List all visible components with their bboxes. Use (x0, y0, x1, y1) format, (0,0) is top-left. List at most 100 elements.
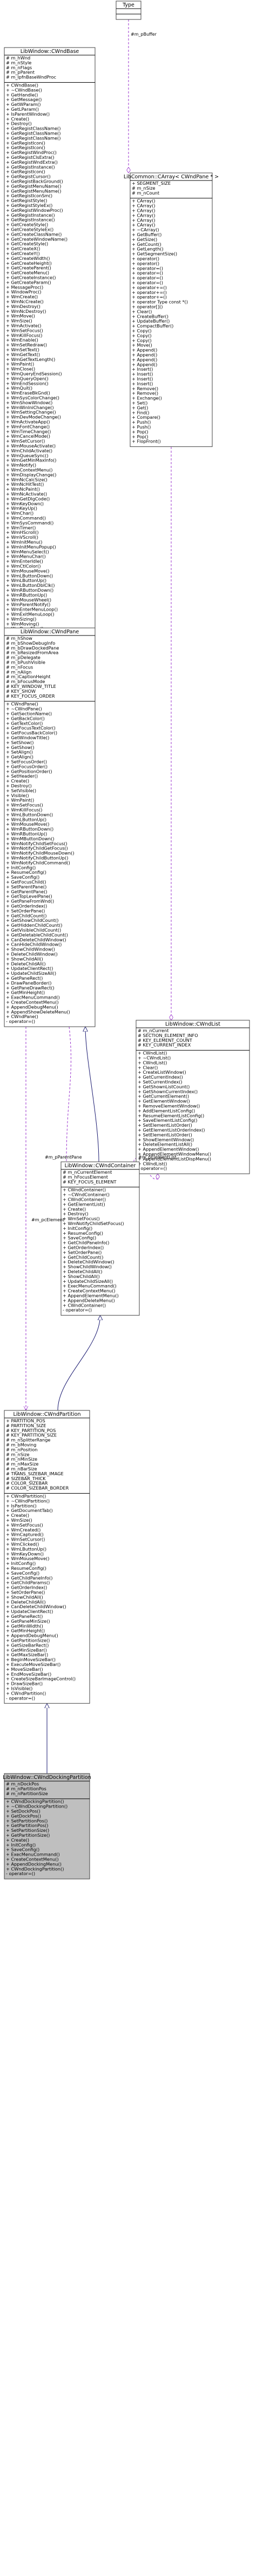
class-attribute: # m_bPushVisible (6, 660, 45, 665)
class-operation: + GetRegistIconSm() (6, 193, 52, 198)
class-operation: + CreateContextMenu() (6, 1857, 59, 1862)
class-operation: + GetSizeBarRect() (6, 1642, 49, 1648)
class-operation: + Append() (132, 357, 157, 362)
class-operation: + WmSysColorChange() (6, 395, 59, 400)
class-operation: - operator=() (63, 1307, 92, 1313)
class-operation: + CWndContainer() (63, 1302, 106, 1308)
class-operation: + CArray() (132, 222, 156, 228)
class-operation: + WmKeyDown() (6, 501, 44, 506)
class-attribute: # KEY_FOCUS_ELEMENT (63, 1179, 117, 1185)
class-operation: + CArray() (132, 212, 156, 218)
class-operation: + WmRButtonUp() (6, 592, 47, 598)
class-operation: + ResumeConfig() (6, 1565, 46, 1571)
class-box-base: LibWindow::CWndBase# m_hWnd# m_nStyle# m… (4, 47, 96, 707)
class-title: LibWindow::CWndList (165, 1021, 220, 1027)
class-operation: + WmParentNotify() (6, 602, 50, 607)
class-attribute: # m_hFocusElement (63, 1174, 109, 1180)
class-operation: + operator+=() (132, 285, 167, 290)
class-operation: + WmNotifyChildGetFocus() (6, 846, 68, 851)
class-operation: + CWndPane() (6, 701, 38, 707)
class-operation: + GetRegistIcon() (6, 145, 45, 150)
class-operation: + SetOrderPane() (6, 1590, 45, 1595)
class-attribute: # SIZEBAR_THICK (6, 1476, 46, 1481)
class-operation: + GetChildPaneInfo() (6, 1575, 52, 1581)
class-operation: + DeleteChildWindow() (63, 1259, 114, 1264)
class-attribute: # m_pDelegate (6, 655, 41, 660)
class-operation: + Remove() (132, 386, 158, 391)
class-operation: + GetCreateStyle() (6, 241, 48, 246)
class-operation: + Append() (132, 362, 157, 367)
class-operation: + GetCreateStyleEx() (6, 227, 53, 232)
class-operation: + WmRButtonDown() (6, 826, 53, 832)
class-operation: + WmNotifyChildCommand() (6, 860, 70, 865)
class-operation: + GetRegistStyle() (6, 198, 47, 203)
class-title: LibWindow::CWndContainer (65, 1163, 136, 1169)
class-operation: + Compare() (132, 414, 160, 420)
class-box-partition: LibWindow::CWndPartition+ PARTITION_POS#… (4, 1410, 90, 1704)
class-operation: + WmClicked() (6, 1542, 39, 1547)
class-operation: + WmKeyDown() (6, 1551, 44, 1556)
class-operation: + ShowChildWindow() (63, 1264, 112, 1269)
class-operation: + GetAlign() (6, 754, 33, 760)
class-attribute: # m_nCurrentElement (63, 1169, 112, 1175)
class-operation: + WmActivate() (6, 323, 41, 329)
class-operation: + AddElementListConfig() (138, 1108, 195, 1113)
class-operation: + WmSize() (6, 318, 32, 324)
class-operation: + SetParentPane() (6, 884, 46, 889)
class-operation: + Create() (6, 778, 29, 784)
class-operation: + GetDeletableChildCount() (6, 932, 68, 938)
class-operation: + SetCurrentIndex() (138, 1079, 183, 1085)
class-operation: + GetVisibleChildCount() (6, 927, 61, 933)
class-operation: + Push() (132, 419, 151, 425)
class-box-container: LibWindow::CWndContainer# m_nCurrentElem… (60, 1161, 140, 1316)
class-attribute: # KEY_PARTITION_POS (6, 1428, 56, 1433)
class-operation: + GetCreateParam() (6, 279, 51, 285)
class-attribute: # m_nSplitterRange (6, 1437, 50, 1443)
class-operation: + UpdateClientRect() (6, 1609, 53, 1614)
class-operation: + GetChildCount() (6, 913, 46, 918)
class-operation: - operator=() (138, 1166, 167, 1171)
class-operation: + WmLButtonDown() (6, 573, 53, 578)
class-box-frame (116, 1, 141, 20)
class-operation: + Copy() (132, 338, 152, 343)
class-operation: + GetRegistInstance() (6, 164, 55, 170)
class-operation: + WmRButtonDown() (6, 587, 53, 593)
class-attribute: # m_nMaxSize (6, 1461, 38, 1467)
class-operation: + GetMinHeight() (6, 1628, 45, 1634)
class-operation: + GetRegistMenuName() (6, 188, 61, 193)
class-operation: + operator() (132, 256, 159, 262)
class-operation: + WmCreated() (6, 1527, 41, 1533)
class-operation: + GetWindowTitle() (6, 735, 49, 740)
class-operation: + Create() (63, 1206, 86, 1212)
class-title: LibWindow::CWndBase (21, 49, 79, 55)
class-box-frame (4, 47, 96, 707)
class-operation: + GetShow() (6, 745, 35, 750)
class-operation: + GetMinWidth() (6, 1623, 43, 1629)
class-operation: + DeleteElementListAll() (138, 1142, 192, 1147)
class-operation: + GetCurrentIndex() (138, 1074, 183, 1080)
class-operation: + Create() (6, 1513, 29, 1518)
class-attribute: # m_bDrawDockedPane (6, 645, 59, 651)
class-attribute: # KEY_CURRENT_INDEX (138, 1042, 191, 1048)
class-operation: + Move() (132, 343, 152, 348)
class-operation: + WmTimer() (6, 525, 36, 530)
class-operation: + Visible() (6, 793, 29, 798)
class-operation: + DeleteChildAll() (6, 1599, 46, 1604)
class-operation: + WmActivateApp() (6, 419, 50, 425)
class-operation: + DrawSizeBar() (6, 1681, 43, 1687)
class-operation: + operator+=() (132, 295, 167, 300)
class-operation: + GetSegmentSize() (132, 251, 177, 257)
class-operation: + WmMouseActivate() (6, 443, 56, 449)
class-attribute: # m_bFocusMode (6, 679, 45, 684)
class-operation: + SetElementListOrder() (138, 1132, 192, 1138)
class-operation: + GetCreateInstance() (6, 275, 56, 280)
class-operation: + WmRButtonUp() (6, 831, 47, 837)
class-operation: + WmSettingChange() (6, 410, 56, 415)
class-operation: + DeleteChildAll() (63, 1269, 103, 1274)
class-operation: + GetPositionOrder() (6, 768, 52, 774)
class-operation: + ~CWndList() (138, 1055, 171, 1061)
class-operation: + ResumeConfig() (63, 1230, 103, 1236)
class-box-frame (4, 627, 96, 1027)
class-operation: + WmMouseMove() (6, 568, 49, 573)
